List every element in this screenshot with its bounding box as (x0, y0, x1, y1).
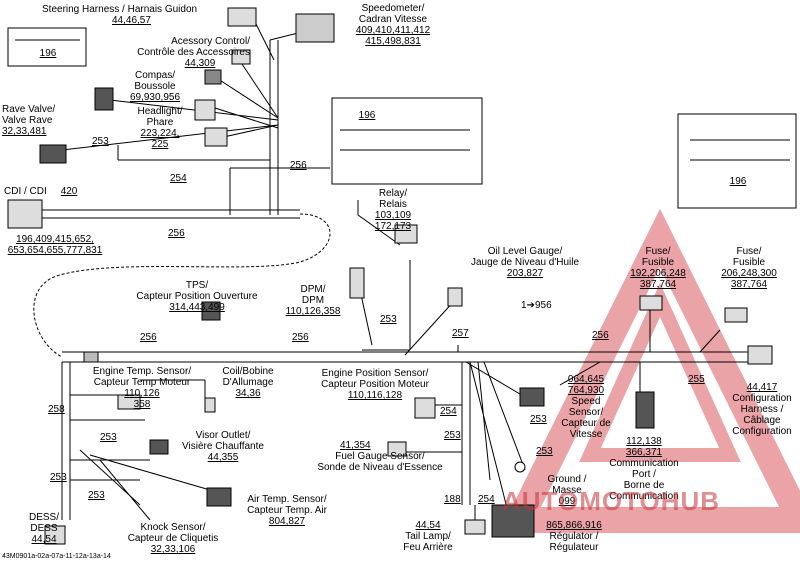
communication-port-label: 112,138 366,371 Communication Port / Bor… (609, 436, 679, 502)
watermark-triangle (499, 208, 800, 533)
knock-sensor-label: Knock Sensor/ Capteur de Cliquetis 32,33… (127, 522, 219, 555)
wire-code: 253 (444, 430, 461, 441)
relay-label: Relay/ Relais 103,109 172,173 (374, 188, 412, 232)
inset-frames (7, 27, 797, 209)
wire-code: 256 (290, 160, 307, 171)
wire-code: 253 (88, 490, 105, 501)
wire-code: 253 (380, 314, 397, 325)
cdi-label: CDI / CDI 420 (4, 186, 78, 197)
wire-code: 256 (292, 332, 309, 343)
ground-label: Ground / Masse 099 (547, 474, 587, 507)
wire-code: 256 (168, 228, 185, 239)
cdi-pages: 196,409,415,652, 653,654,655,777,831 (7, 234, 103, 256)
visor-outlet-label: Visor Outlet/ Visière Chauffante 44,355 (182, 430, 264, 463)
wire-code: 188 (444, 494, 461, 505)
wire-code: 253 (50, 472, 67, 483)
tail-lamp-label: 44,54 Tail Lamp/ Feu Arrière (403, 520, 453, 553)
fuse-1-label: Fuse/ Fusible 192,206,248 387,764 (630, 246, 686, 290)
engine-temp-label: Engine Temp. Sensor/ Capteur Temp Moteur… (92, 366, 192, 410)
configuration-harness-label: 44,417 Configuration Harness / Câblage C… (732, 382, 792, 437)
headlight-label: Headlight/ Phare 223,224, 225 (137, 106, 183, 150)
connector-shapes (7, 7, 773, 545)
wire-code: 253 (536, 446, 553, 457)
tps-label: TPS/ Capteur Position Ouverture 314,443,… (136, 280, 258, 313)
air-temp-label: Air Temp. Sensor/ Capteur Temp. Air 804,… (247, 494, 327, 527)
compass-label: Compas/ Boussole 69,930,956 (129, 70, 181, 103)
speed-sensor-label: 064,645 764,930 Speed Sensor/ Capteur de… (561, 374, 611, 440)
accessory-control-label: Acessory Control/ Contrôle des Accessoir… (137, 36, 250, 69)
engine-position-label: Engine Position Sensor/ Capteur Position… (321, 368, 429, 401)
wire-code: 254 (440, 406, 457, 417)
regulator-label: 865,866,916 Régulator / Régulateur (546, 520, 602, 553)
wire-code: 255 (688, 374, 705, 385)
coil-label: Coil/Bobine D'Allumage 34,36 (222, 366, 274, 399)
inset-196-b: 196 (358, 110, 376, 121)
fuel-gauge-label: 41,354 Fuel Gauge Sensor/ Sonde de Nivea… (317, 440, 443, 473)
wire-code: 254 (478, 494, 495, 505)
arrow-956: 1➔956 (521, 300, 552, 311)
main-trunk (62, 351, 750, 363)
inset-196-a: 196 (39, 48, 57, 59)
watermark-text: AUTOMOTOHUB (502, 486, 721, 516)
inset-196-c: 196 (729, 176, 747, 187)
wire-code: 253 (100, 432, 117, 443)
wire-code: 258 (48, 404, 65, 415)
dess-label: DESS/ DESS 44,54 (28, 512, 59, 545)
wire-code: 256 (592, 330, 609, 341)
steering-harness-label: Steering Harness / Harnais Guidon 44,46,… (42, 4, 198, 26)
wire-code: 254 (170, 173, 187, 184)
speedometer-label: Speedometer/ Cadran Vitesse 409,410,411,… (355, 3, 431, 47)
fuse-2-label: Fuse/ Fusible 206,248,300 387,764 (721, 246, 777, 290)
rave-valve-label: Rave Valve/ Valve Rave 32,33,481 (2, 104, 56, 137)
wire-code: 256 (140, 332, 157, 343)
wire-code: 253 (92, 136, 109, 147)
figure-reference: 43M0901a-02a-07a-11-12a-13a-14 (2, 553, 111, 560)
dpm-label: DPM/ DPM 110,126,358 (285, 284, 341, 317)
oil-level-label: Oil Level Gauge/ Jauge de Niveau d'Huile… (470, 246, 580, 279)
wire-code: 257 (452, 328, 469, 339)
wire-code: 253 (530, 414, 547, 425)
